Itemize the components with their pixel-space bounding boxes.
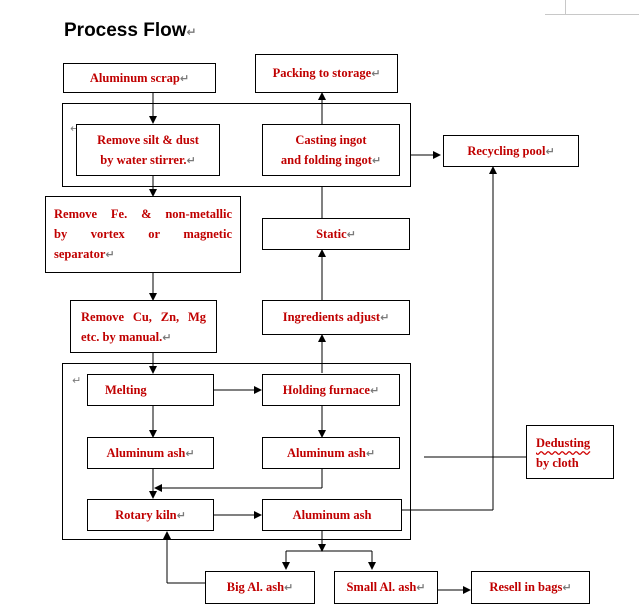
page-title: Process Flow↵ xyxy=(64,20,197,41)
node-ingredients-adjust: Ingredients adjust↵ xyxy=(262,300,410,335)
node-aluminum-ash-right: Aluminum ash↵ xyxy=(262,437,400,469)
node-small-al-ash: Small Al. ash↵ xyxy=(334,571,438,604)
node-holding-furnace: Holding furnace↵ xyxy=(262,374,400,406)
group-cleaning xyxy=(62,103,411,187)
page-corner-mark xyxy=(565,0,639,15)
node-static: Static↵ xyxy=(262,218,410,250)
node-packing-to-storage: Packing to storage↵ xyxy=(255,54,398,93)
pilcrow-mark: ↵ xyxy=(72,374,82,387)
node-recycling-pool: Recycling pool↵ xyxy=(443,135,579,167)
node-dedusting: Dedusting by cloth xyxy=(526,425,614,479)
node-remove-fe: Remove Fe. & non-metallic by vortex or m… xyxy=(45,196,241,273)
group-smelting xyxy=(62,363,411,540)
node-aluminum-ash-left: Aluminum ash↵ xyxy=(87,437,214,469)
node-rotary-kiln: Rotary kiln↵ xyxy=(87,499,214,531)
node-resell-in-bags: Resell in bags↵ xyxy=(471,571,590,604)
node-remove-cu: Remove Cu, Zn, Mg etc. by manual.↵ xyxy=(70,300,217,353)
node-aluminum-ash-bottom: Aluminum ash xyxy=(262,499,402,531)
pilcrow-mark: ↵ xyxy=(70,122,80,135)
page-corner-mark xyxy=(545,0,566,15)
node-melting: Melting xyxy=(87,374,214,406)
node-aluminum-scrap: Aluminum scrap↵ xyxy=(63,63,216,93)
node-big-al-ash: Big Al. ash↵ xyxy=(205,571,315,604)
